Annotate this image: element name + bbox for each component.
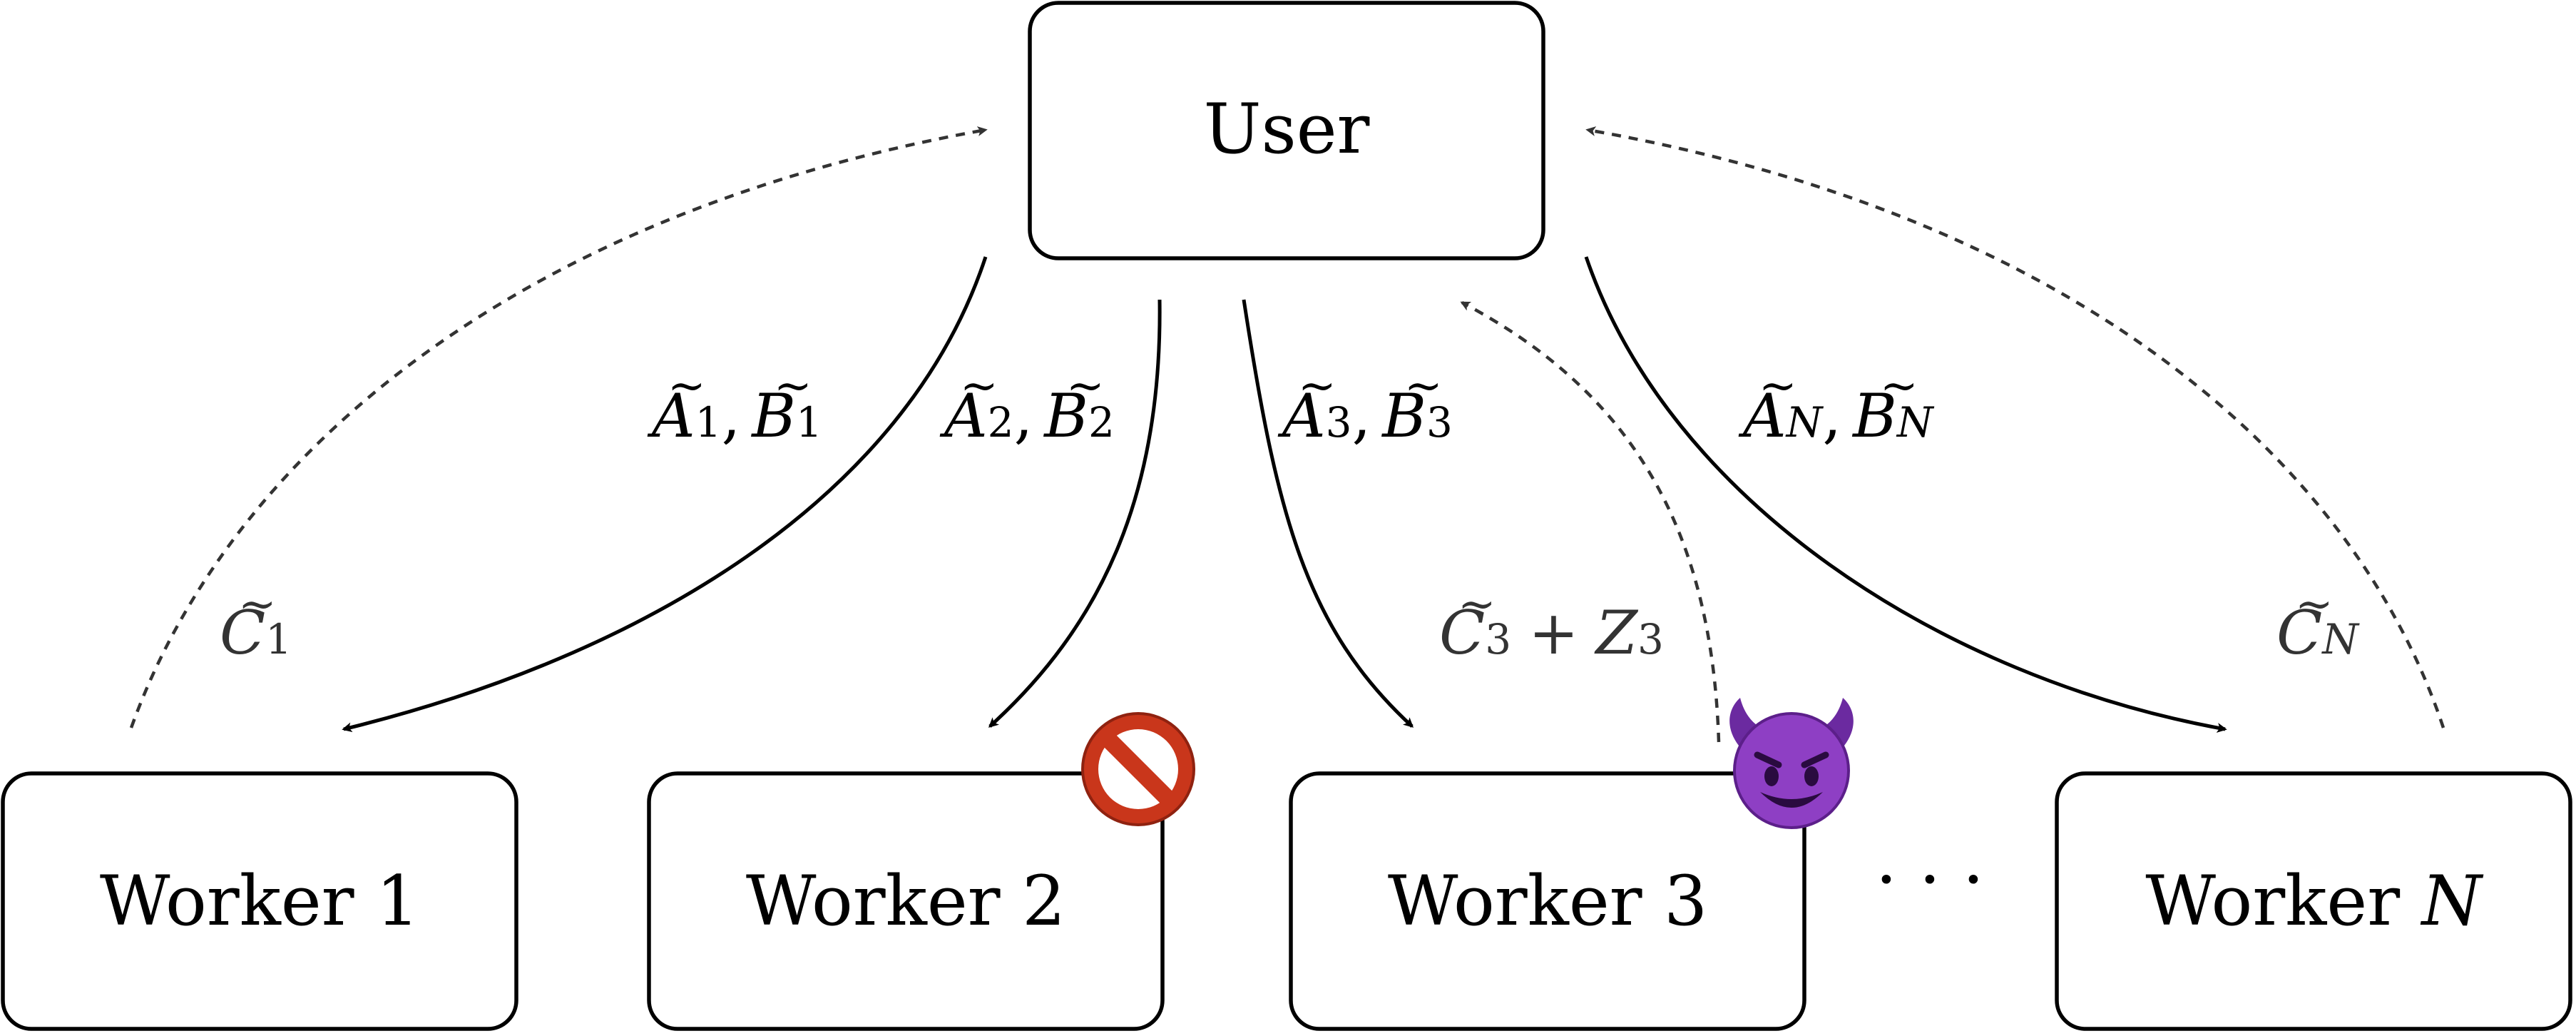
user-node: User xyxy=(1028,1,1545,260)
tilde: ~ xyxy=(1880,360,1918,412)
label-to-workerN: ~ ~ AN,BN xyxy=(1738,360,1935,451)
worker3-node: Worker 3 xyxy=(1289,771,1806,1031)
tilde: ~ xyxy=(2295,578,2334,631)
prohibited-icon xyxy=(1081,712,1195,826)
edge-user-to-worker1 xyxy=(342,256,988,733)
workerN-label-text: Worker xyxy=(2145,861,2421,941)
edge-label-text: AN,BN xyxy=(1738,381,1935,451)
tilde: ~ xyxy=(774,360,812,412)
tilde: ~ xyxy=(960,360,998,412)
workerN-label: Worker N xyxy=(2145,861,2483,941)
workerN-node: Worker N xyxy=(2055,771,2572,1031)
worker2-node: Worker 2 xyxy=(647,771,1165,1031)
worker1-label: Worker 1 xyxy=(100,861,419,941)
tilde: ~ xyxy=(1066,360,1105,412)
edge-workerN-to-user xyxy=(1585,126,2445,728)
worker1-node: Worker 1 xyxy=(1,771,518,1031)
tilde: ~ xyxy=(668,360,706,412)
worker3-label: Worker 3 xyxy=(1388,861,1707,941)
edge-label-text: CN xyxy=(2276,598,2360,668)
tilde: ~ xyxy=(1298,360,1336,412)
label-to-worker2: ~ ~ A2,B2 xyxy=(939,360,1115,451)
tilde: ~ xyxy=(1458,578,1496,631)
edge-label-text: C3+Z3 xyxy=(1439,598,1664,668)
edge-user-to-worker2 xyxy=(988,299,1162,728)
workerN-label-var: N xyxy=(2421,861,2484,941)
edge-user-to-worker3 xyxy=(1242,299,1414,728)
edge-worker3-to-user xyxy=(1460,301,1721,743)
label-to-worker3: ~ ~ A3,B3 xyxy=(1277,360,1453,451)
smiling-devil-icon xyxy=(1729,698,1854,829)
tilde: ~ xyxy=(1759,360,1797,412)
edge-label-text: A2,B2 xyxy=(939,381,1115,451)
label-from-worker3: ~ C3+Z3 xyxy=(1439,578,1664,668)
edge-user-to-workerN xyxy=(1584,256,2227,733)
tilde: ~ xyxy=(238,578,277,631)
user-label: User xyxy=(1204,89,1370,169)
edge-label-text: A3,B3 xyxy=(1277,381,1453,451)
worker2-label: Worker 2 xyxy=(746,861,1065,941)
label-from-worker1: ~ C1 xyxy=(220,578,292,668)
label-to-worker1: ~ ~ A1,B1 xyxy=(647,360,822,451)
label-from-workerN: ~ CN xyxy=(2276,578,2360,668)
edge-label-text: C1 xyxy=(220,598,292,668)
edge-label-text: A1,B1 xyxy=(647,381,822,451)
ellipsis: · · · xyxy=(1876,840,1985,920)
tilde: ~ xyxy=(1404,360,1443,412)
